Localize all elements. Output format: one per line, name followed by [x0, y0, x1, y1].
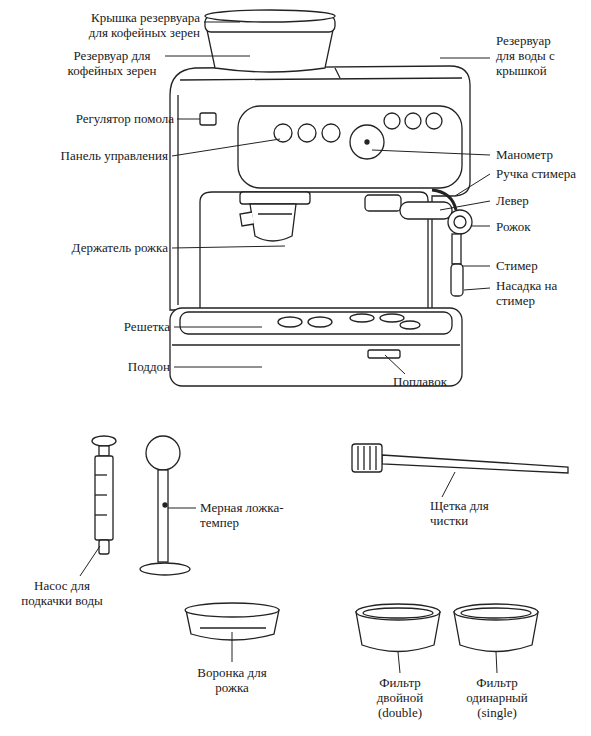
part-label: Насадка на стимер: [496, 278, 562, 308]
part-label: Фильтр двойной (double): [369, 675, 431, 720]
part-label: Стимер: [496, 258, 586, 273]
part-label: Поплавок: [370, 374, 470, 389]
part-label: Рожок: [496, 219, 586, 234]
accessories: [92, 436, 568, 652]
part-label: Левер: [496, 193, 586, 208]
part-label: Решетка: [70, 319, 170, 334]
part-label: Резервуар для воды с крышкой: [496, 33, 562, 78]
part-label: Щетка для чистки: [430, 498, 494, 528]
part-label: Регулятор помола: [14, 111, 174, 126]
part-label: Мерная ложка-темпер: [200, 500, 295, 530]
part-label: Поддон: [70, 359, 170, 374]
part-label: Воронка для рожка: [195, 665, 269, 695]
coffee-machine: [170, 10, 472, 386]
part-label: Насос для подкачки воды: [12, 578, 112, 608]
part-label: Крышка резервуара для кофейных зерен: [70, 10, 200, 40]
part-label: Резервуар для кофейных зерен: [62, 48, 162, 78]
part-label: Ручка стимера: [496, 166, 591, 181]
part-label: Фильтр одинарный (single): [461, 675, 533, 720]
part-label: Держатель рожка: [8, 240, 168, 255]
part-label: Манометр: [496, 147, 586, 162]
part-label: Панель управления: [8, 148, 168, 163]
